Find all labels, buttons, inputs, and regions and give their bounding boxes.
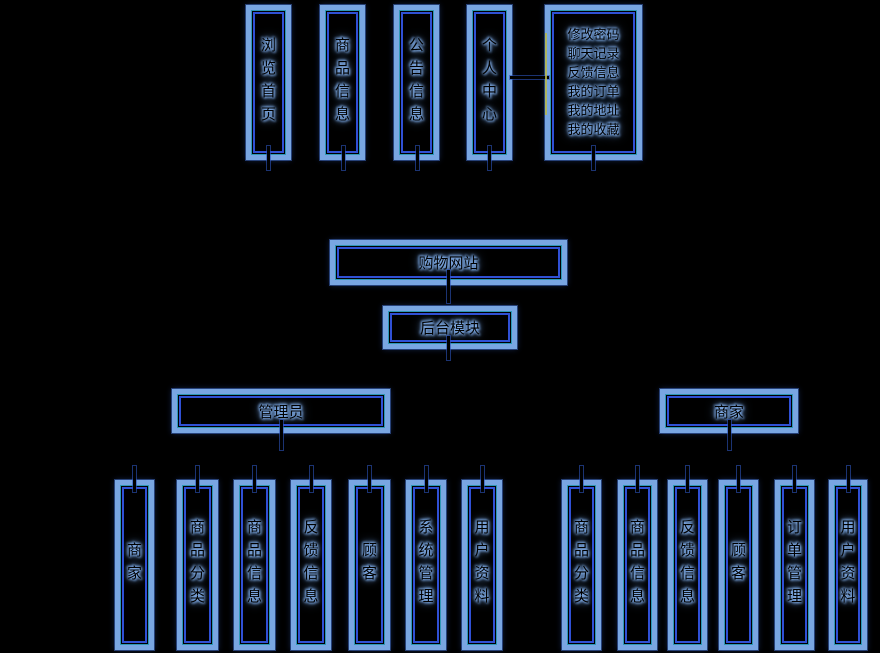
- node-merchant-product-category-label: 商品分类: [572, 519, 590, 611]
- node-browse-homepage-label: 浏览首页: [259, 36, 277, 129]
- node-personal-center-menu-frame: 修改密码 聊天记录 反馈信息 我的订单 我的地址 我的收藏: [552, 12, 635, 153]
- node-admin-feedback-info-label: 反馈信息: [301, 519, 320, 611]
- node-admin-user-profile-label: 用户资料: [472, 519, 491, 611]
- node-admin-feedback-info-frame: 反馈信息: [298, 487, 324, 643]
- connector-stub-above-admin-merchant: [133, 466, 136, 492]
- connector-stub-above-admin-user-profile: [481, 466, 484, 492]
- node-admin-system-management-frame: 系统管理: [413, 487, 439, 643]
- connector-stub-above-merchant-feedback-info: [686, 466, 689, 492]
- node-merchant-order-management-frame: 订单管理: [782, 487, 807, 643]
- menu-line-change-password: 修改密码: [567, 27, 620, 43]
- menu-line-my-favorites: 我的收藏: [567, 122, 620, 138]
- node-backend-module: 后台模块: [383, 306, 517, 349]
- menu-line-feedback-info: 反馈信息: [567, 65, 620, 81]
- node-browse-homepage-frame: 浏览首页: [253, 12, 284, 153]
- connector-stub-above-admin-product-info: [253, 466, 256, 492]
- connector-stub-below-personal-center: [488, 146, 491, 170]
- connector-stub-below-announcement-info: [416, 146, 419, 170]
- node-merchant-label: 商家: [713, 402, 744, 421]
- connector-stub-above-admin-product-category: [196, 466, 199, 492]
- node-personal-center-label: 个人中心: [480, 36, 498, 129]
- node-admin-product-category-label: 商品分类: [188, 519, 206, 611]
- node-merchant-feedback-info-label: 反馈信息: [678, 519, 696, 611]
- node-merchant-feedback-info-frame: 反馈信息: [675, 487, 700, 643]
- node-admin-user-profile: 用户资料: [462, 480, 502, 650]
- node-product-info-top: 商品信息: [320, 5, 365, 160]
- node-merchant-customer: 顾客: [719, 480, 758, 650]
- menu-line-chat-records: 聊天记录: [567, 46, 620, 62]
- node-backend-module-label: 后台模块: [419, 319, 480, 337]
- menu-line-my-address: 我的地址: [567, 103, 620, 119]
- node-admin-system-management: 系统管理: [406, 480, 446, 650]
- node-backend-module-frame: 后台模块: [390, 313, 510, 342]
- connector-stub-below-backend-module: [447, 336, 450, 360]
- node-announcement-info-frame: 公告信息: [401, 12, 432, 153]
- connector-stub-above-admin-customer: [368, 466, 371, 492]
- node-merchant-product-info: 商品信息: [618, 480, 657, 650]
- connector-stub-above-admin-system-management: [425, 466, 428, 492]
- node-administrator-label: 管理员: [258, 402, 304, 421]
- node-admin-merchant: 商家: [115, 480, 154, 650]
- connector-shopping-website-to-backend: [447, 270, 450, 303]
- node-admin-customer-label: 顾客: [360, 542, 378, 588]
- node-merchant-order-management: 订单管理: [775, 480, 814, 650]
- node-admin-customer-frame: 顾客: [356, 487, 383, 643]
- node-admin-product-info: 商品信息: [234, 480, 275, 650]
- menu-line-my-orders: 我的订单: [567, 84, 620, 100]
- node-admin-merchant-frame: 商家: [122, 487, 147, 643]
- node-merchant-order-management-label: 订单管理: [785, 519, 803, 611]
- node-merchant-feedback-info: 反馈信息: [668, 480, 707, 650]
- artifact-yellow-edge-line: [545, 33, 547, 115]
- node-admin-product-info-frame: 商品信息: [241, 487, 268, 643]
- node-merchant-user-profile-frame: 用户资料: [836, 487, 860, 643]
- node-browse-homepage: 浏览首页: [246, 5, 291, 160]
- node-admin-product-category: 商品分类: [177, 480, 218, 650]
- node-merchant-product-info-label: 商品信息: [628, 519, 646, 611]
- node-personal-center-frame: 个人中心: [474, 12, 505, 153]
- node-personal-center: 个人中心: [467, 5, 512, 160]
- connector-stub-above-merchant-user-profile: [847, 466, 850, 492]
- node-merchant-customer-label: 顾客: [729, 542, 747, 588]
- node-merchant-user-profile: 用户资料: [829, 480, 867, 650]
- connector-stub-above-merchant-order-management: [793, 466, 796, 492]
- node-admin-system-management-label: 系统管理: [416, 519, 435, 611]
- connector-stub-above-merchant-product-info: [636, 466, 639, 492]
- connector-stub-above-merchant-product-category: [580, 466, 583, 492]
- connector-stub-below-personal-center-menu: [592, 146, 595, 170]
- node-announcement-info: 公告信息: [394, 5, 439, 160]
- node-product-info-top-frame: 商品信息: [327, 12, 358, 153]
- node-admin-customer: 顾客: [349, 480, 390, 650]
- connector-stub-above-admin-feedback-info: [310, 466, 313, 492]
- connector-stub-below-browse-homepage: [267, 146, 270, 170]
- node-personal-center-menu: 修改密码 聊天记录 反馈信息 我的订单 我的地址 我的收藏: [545, 5, 642, 160]
- node-shopping-website-label: 购物网站: [418, 254, 479, 272]
- connector-dash-personal-center-to-menu: [510, 76, 549, 79]
- node-merchant-product-category: 商品分类: [562, 480, 601, 650]
- node-merchant-product-info-frame: 商品信息: [625, 487, 650, 643]
- connector-stub-below-product-info-top: [342, 146, 345, 170]
- node-announcement-info-label: 公告信息: [407, 36, 425, 129]
- node-admin-product-info-label: 商品信息: [245, 519, 263, 611]
- node-admin-product-category-frame: 商品分类: [184, 487, 211, 643]
- connector-stub-above-merchant-customer: [737, 466, 740, 492]
- connector-stub-below-administrator: [280, 420, 283, 450]
- connector-stub-below-merchant: [728, 420, 731, 450]
- node-admin-merchant-label: 商家: [125, 542, 143, 588]
- node-product-info-top-label: 商品信息: [333, 36, 351, 129]
- node-admin-feedback-info: 反馈信息: [291, 480, 331, 650]
- node-admin-user-profile-frame: 用户资料: [469, 487, 495, 643]
- node-merchant-product-category-frame: 商品分类: [569, 487, 594, 643]
- node-merchant-user-profile-label: 用户资料: [838, 519, 857, 611]
- node-merchant-customer-frame: 顾客: [726, 487, 751, 643]
